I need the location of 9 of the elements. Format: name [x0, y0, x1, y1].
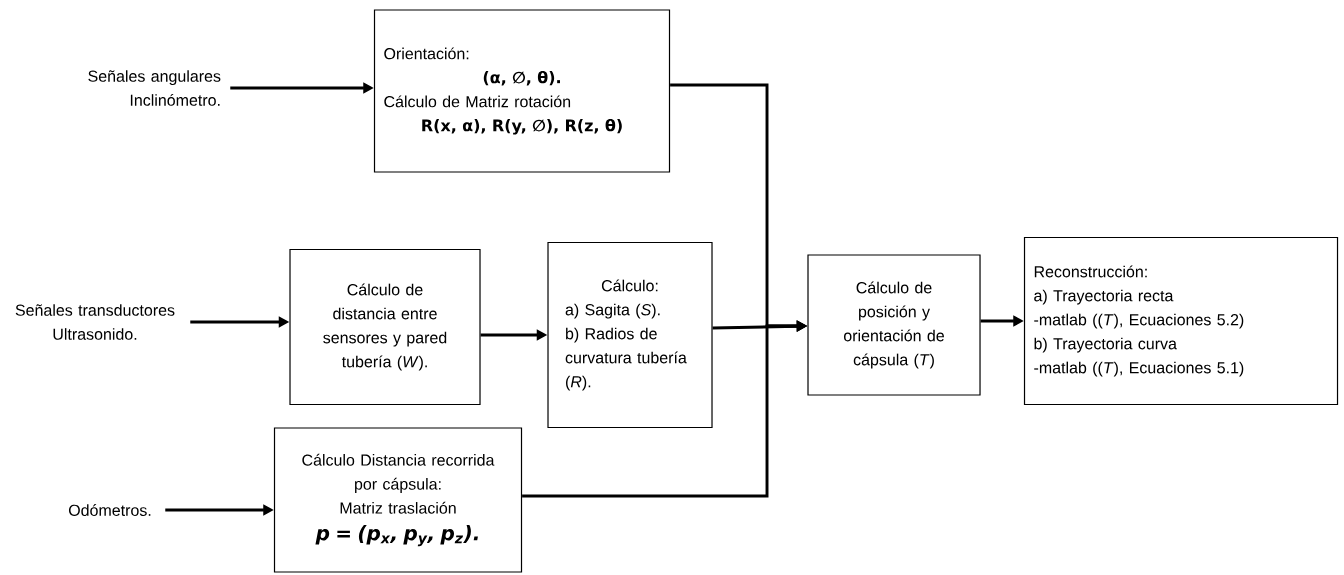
process-box: Cálculo: a) Sagita (S). b) Radios de curvatura tubería (R).	[547, 241, 713, 429]
input-label: Odómetros.	[68, 504, 151, 516]
input-label: Señales transductores Ultrasonido.	[15, 304, 175, 340]
process-box: Cálculo Distancia recorrida por cápsula: Matriz traslación p = (p$_{x}$, p$_{y}$, p$_{z}$).	[273, 427, 523, 573]
process-box: Cálculo de distancia entre sensores y pared tubería (W).	[289, 248, 481, 406]
process-box: Reconstrucción: a) Trayectoria recta -matlab ((T), Ecuaciones 5.2) b) Trayectoria curva -matlab ((T), Ecuaciones 5.1)	[1023, 236, 1339, 406]
process-box: Orientación: (α, ∅, θ). Cálculo de Matriz rotación R(x, α), R(y, ∅), R(z, θ)	[373, 9, 671, 173]
input-label: Señales angulares Inclinómetro.	[88, 70, 221, 106]
process-box: Cálculo de posición y orientación de cápsula (T)	[807, 254, 981, 396]
